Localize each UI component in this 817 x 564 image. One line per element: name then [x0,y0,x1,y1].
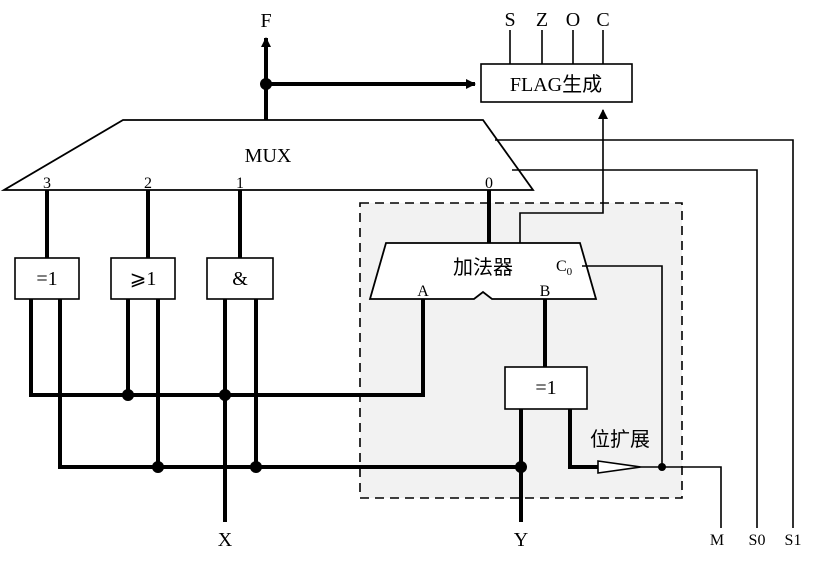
control-s1-wire [495,139,794,528]
carry-in-wire [582,265,663,467]
mux-input-1-label: 1 [236,175,244,192]
junction-dot [658,463,666,471]
and-gate: & [206,257,274,300]
f-signal-label: F [260,10,271,32]
mux: MUX 3 2 1 0 [0,119,535,192]
junction-dot [219,389,231,401]
junction-dot [515,461,527,473]
xor-right-label: =1 [535,377,556,399]
bit-extend-out-wire [641,466,722,528]
s0-signal-label: S0 [749,532,766,549]
junction-dot [122,389,134,401]
flag-output-o: O [566,9,580,31]
junction-dot [152,461,164,473]
flag-output-z: Z [536,9,548,31]
bit-extend-symbol [597,460,642,474]
junction-dot [260,78,272,90]
m-signal-label: M [710,532,724,549]
xor-left-label: =1 [36,268,57,290]
adder-label: 加法器 [453,256,513,279]
or-gate: ⩾1 [110,257,176,300]
bit-extend-wire [568,409,598,469]
xor-gate-left: =1 [14,257,80,300]
mux-label: MUX [245,145,292,167]
flag-output-s: S [504,9,515,31]
adder-input-b: B [540,283,551,300]
or-label: ⩾1 [130,268,157,290]
bit-extend-label: 位扩展 [590,428,650,451]
s1-signal-label: S1 [785,532,802,549]
y-signal-label: Y [514,529,528,551]
adder: 加法器 A B C0 [368,242,598,300]
adder-carry-label: C0 [556,258,573,278]
mux-input-0-label: 0 [485,175,493,192]
flag-label: FLAG生成 [510,73,602,96]
x-signal-label: X [218,529,233,551]
flag-output-c: C [596,9,609,31]
junction-dot [250,461,262,473]
xor-gate-right: =1 [504,366,588,410]
y-bus-wire [58,299,521,469]
adder-input-a: A [417,283,429,300]
mux-input-3-label: 3 [43,175,51,192]
carry-to-flag-wire [519,109,608,243]
and-label: & [232,268,248,290]
mux-input-2-label: 2 [144,175,152,192]
flag-generator: FLAG生成 S Z O C [480,9,633,103]
control-s0-wire [512,169,758,528]
